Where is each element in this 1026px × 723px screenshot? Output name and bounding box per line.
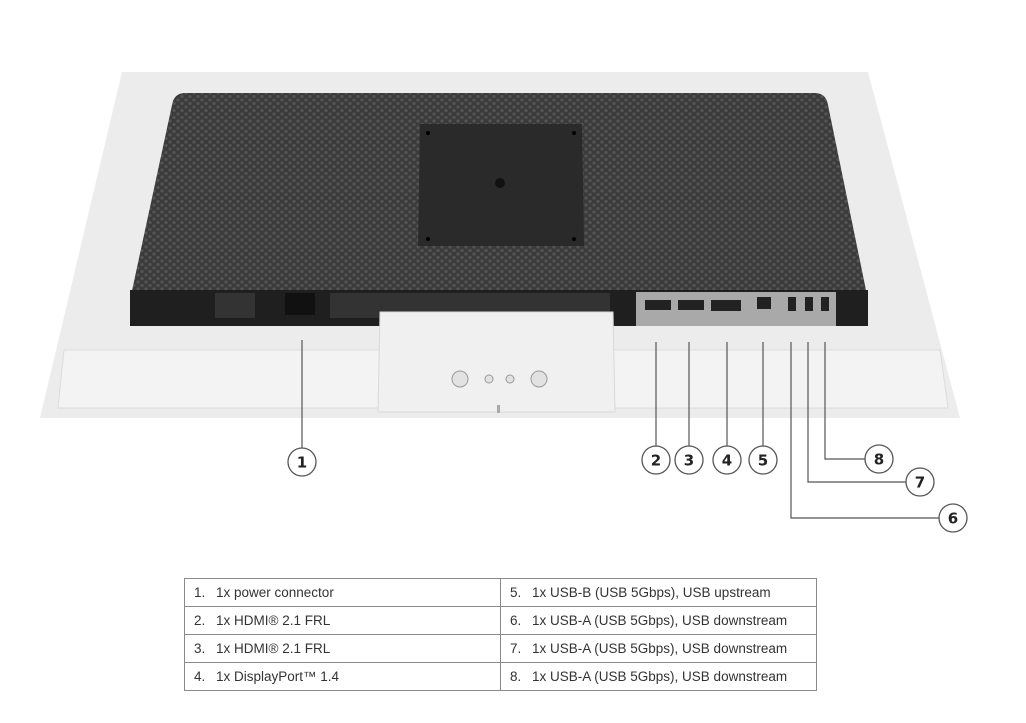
item-description: 1x HDMI® 2.1 FRL	[216, 613, 331, 628]
ports-table: 1. 1x power connector 5. 1x USB-B (USB 5Gbp…	[184, 578, 817, 691]
callout-1: 1	[287, 447, 317, 477]
callout-4: 4	[712, 445, 742, 475]
table-row: 3. 1x HDMI® 2.1 FRL 7. 1x USB-A (USB 5Gbps)…	[184, 634, 817, 663]
item-number: 7.	[510, 641, 522, 656]
table-cell: 5. 1x USB-B (USB 5Gbps), USB upstream	[500, 578, 817, 607]
table-cell: 7. 1x USB-A (USB 5Gbps), USB downstream	[500, 634, 817, 663]
callout-lines	[301, 340, 939, 519]
table-row: 1. 1x power connector 5. 1x USB-B (USB 5Gbp…	[184, 578, 817, 607]
callout-number: 5	[758, 452, 768, 470]
vesa-plate	[418, 124, 584, 246]
item-number: 3.	[194, 641, 206, 656]
port-panel	[636, 292, 836, 326]
table-cell: 8. 1x USB-A (USB 5Gbps), USB downstream	[500, 662, 817, 691]
item-number: 4.	[194, 669, 206, 684]
item-number: 8.	[510, 669, 522, 684]
table-cell: 1. 1x power connector	[184, 578, 501, 607]
callout-8: 8	[864, 444, 894, 474]
table-row: 2. 1x HDMI® 2.1 FRL 6. 1x USB-A (USB 5Gbps)…	[184, 606, 817, 635]
item-description: 1x power connector	[216, 585, 334, 600]
callout-number: 3	[684, 452, 694, 470]
callout-7: 7	[905, 467, 935, 497]
item-description: 1x HDMI® 2.1 FRL	[216, 641, 331, 656]
item-description: 1x USB-A (USB 5Gbps), USB downstream	[532, 641, 788, 656]
callout-6: 6	[938, 503, 968, 533]
table-cell: 3. 1x HDMI® 2.1 FRL	[184, 634, 501, 663]
table-cell: 4. 1x DisplayPort™ 1.4	[184, 662, 501, 691]
item-description: 1x USB-A (USB 5Gbps), USB downstream	[532, 669, 788, 684]
power-connector	[285, 293, 315, 315]
callout-number: 7	[915, 474, 925, 492]
callout-number: 4	[722, 452, 732, 470]
callout-2: 2	[641, 445, 671, 475]
item-number: 5.	[510, 585, 522, 600]
item-description: 1x USB-B (USB 5Gbps), USB upstream	[532, 585, 771, 600]
callout-number: 2	[651, 452, 661, 470]
stand-neck	[377, 311, 616, 413]
callout-5: 5	[748, 445, 778, 475]
item-number: 6.	[510, 613, 522, 628]
callout-number: 6	[948, 510, 958, 528]
table-cell: 6. 1x USB-A (USB 5Gbps), USB downstream	[500, 606, 817, 635]
item-number: 1.	[194, 585, 206, 600]
callout-3: 3	[674, 445, 704, 475]
table-cell: 2. 1x HDMI® 2.1 FRL	[184, 606, 501, 635]
item-number: 2.	[194, 613, 206, 628]
item-description: 1x USB-A (USB 5Gbps), USB downstream	[532, 613, 788, 628]
callout-number: 8	[874, 451, 884, 469]
item-description: 1x DisplayPort™ 1.4	[216, 669, 340, 684]
callout-number: 1	[297, 454, 307, 472]
table-row: 4. 1x DisplayPort™ 1.4 8. 1x USB-A (USB 5Gb…	[184, 662, 817, 691]
